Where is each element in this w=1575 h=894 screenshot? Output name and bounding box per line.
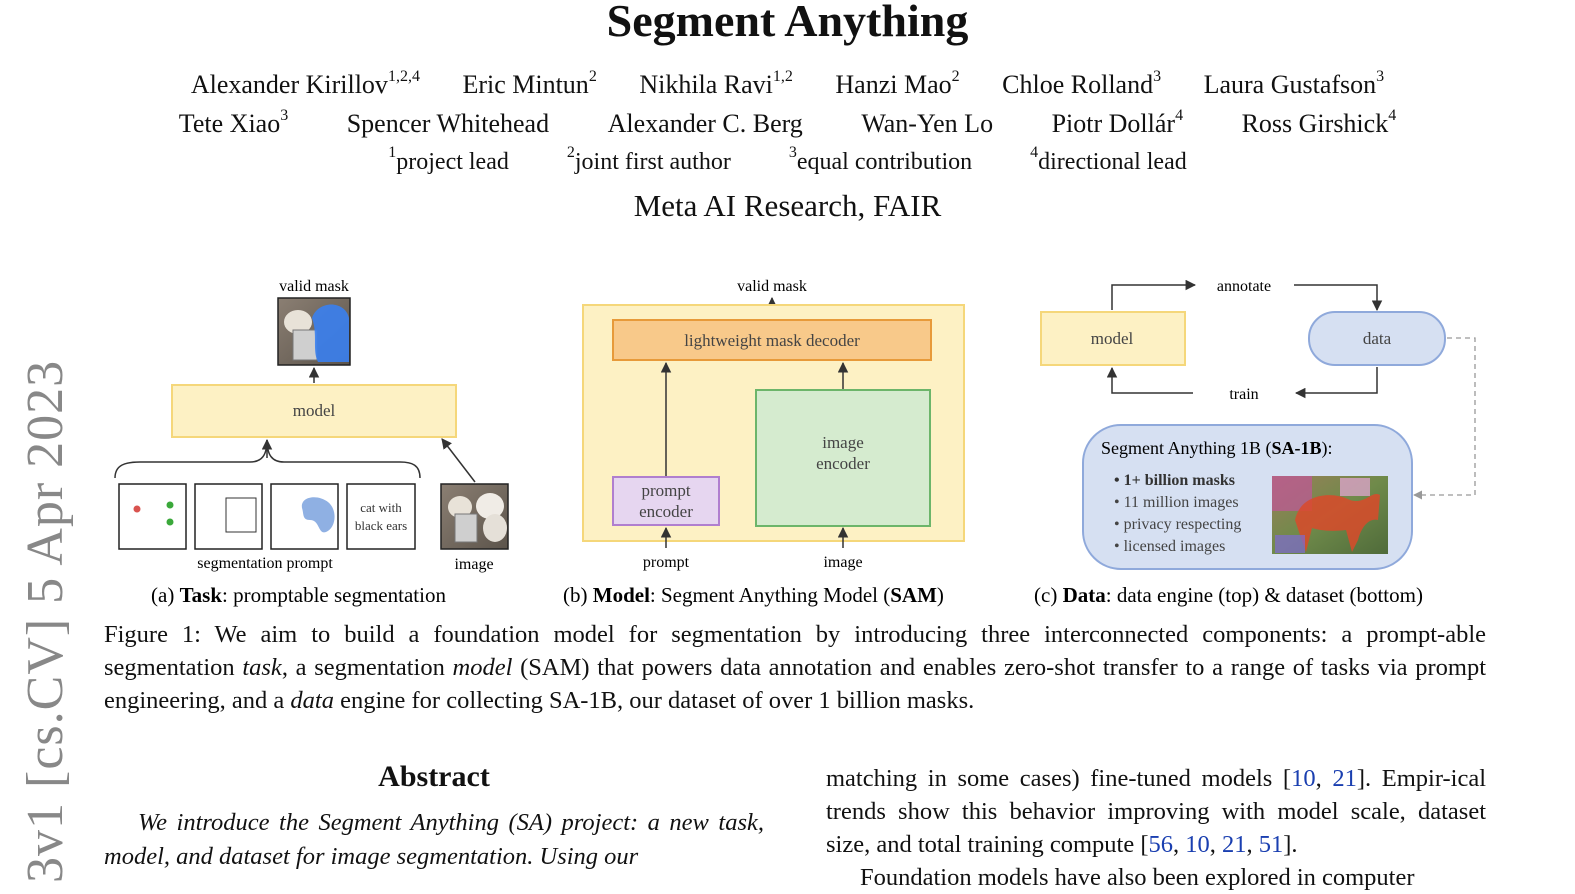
text-prompt-line1: cat with	[360, 500, 402, 515]
bbox-icon	[225, 497, 257, 533]
a-model-label: model	[293, 401, 336, 420]
valid-mask-image	[277, 297, 351, 366]
author: Chloe Rolland3	[1002, 68, 1162, 100]
a-model-box	[171, 384, 457, 438]
affiliation: Meta AI Research, FAIR	[633, 188, 942, 223]
image-encoder-label-1: image	[822, 433, 864, 452]
point-prompt-box	[118, 483, 187, 550]
authors-row-2: Tete Xiao3 Spencer Whitehead Alexander C…	[0, 107, 1575, 139]
negative-point-icon	[133, 505, 141, 513]
author: Alexander Kirillov1,2,4	[190, 68, 420, 100]
mask-decoder-label: lightweight mask decoder	[684, 331, 860, 350]
input-image	[440, 483, 509, 550]
annotate-label: annotate	[1217, 278, 1271, 295]
intro-next-line: Foundation models have also been explore…	[860, 864, 1415, 891]
b-image-label: image	[823, 554, 862, 571]
text-prompt-box	[346, 483, 416, 550]
note: 4directional lead	[1030, 144, 1187, 176]
authors-row-1: Alexander Kirillov1,2,4 Eric Mintun2 Nik…	[0, 68, 1575, 100]
figure-1: valid mask model cat with black ears	[114, 278, 1476, 607]
image-encoder-box	[755, 389, 931, 527]
box-prompt-box	[194, 483, 263, 550]
author: Piotr Dollár4	[1051, 107, 1184, 139]
b-prompt-label: prompt	[643, 554, 690, 571]
citation-link[interactable]: 10	[1185, 831, 1210, 858]
prompt-encoder-label-1: prompt	[641, 481, 690, 500]
author: Tete Xiao3	[178, 107, 289, 139]
c-model-label: model	[1091, 329, 1134, 348]
author: Spencer Whitehead	[346, 109, 550, 138]
author: Nikhila Ravi1,2	[639, 68, 793, 100]
mask-decoder-box	[612, 319, 932, 361]
citation-link[interactable]: 10	[1291, 765, 1316, 792]
c-data-box	[1308, 311, 1446, 366]
author: Alexander C. Berg	[607, 109, 803, 138]
sa1b-bullet: • privacy respecting	[1114, 516, 1241, 533]
paper-title: Segment Anything	[606, 0, 969, 46]
citation-link[interactable]: 51	[1258, 831, 1284, 858]
figure-caption: Figure 1: We aim to build a foundation m…	[104, 621, 1487, 714]
abstract-text: We introduce the Segment Anything (SA) p…	[104, 809, 764, 870]
intro-paragraph: matching in some cases) fine-tuned model…	[826, 765, 1487, 891]
note: 2joint first author	[566, 144, 731, 176]
author-notes: 1project lead 2joint first author 3equal…	[0, 144, 1575, 176]
abstract-heading: Abstract	[378, 760, 490, 793]
sa1b-bullet: • licensed images	[1114, 538, 1225, 555]
citation-link[interactable]: 56	[1148, 831, 1173, 858]
positive-point-icon	[166, 501, 174, 509]
author: Wan-Yen Lo	[861, 109, 994, 138]
author: Laura Gustafson3	[1203, 68, 1385, 100]
sa1b-sample-image	[1272, 476, 1388, 554]
author: Ross Girshick4	[1241, 107, 1397, 139]
author: Eric Mintun2	[462, 68, 597, 100]
subfig-label-a: (a) Task: promptable segmentation	[151, 583, 446, 607]
prompt-encoder-box	[612, 476, 720, 526]
panel-c: model data annotate train Segment Anythi…	[1040, 278, 1476, 570]
panel-a: valid mask model cat with black ears	[114, 278, 509, 573]
segmentation-prompt-label: segmentation prompt	[197, 555, 333, 572]
author: Hanzi Mao2	[835, 68, 960, 100]
b-valid-mask-label: valid mask	[737, 278, 807, 295]
note: 1project lead	[388, 144, 509, 176]
citation-link[interactable]: 21	[1221, 831, 1247, 858]
sa1b-bullet: • 11 million images	[1114, 494, 1239, 511]
panel-b: valid mask lightweight mask decoder imag…	[582, 278, 965, 571]
note: 3equal contribution	[788, 144, 973, 176]
text-prompt-line2: black ears	[355, 518, 407, 533]
c-model-box	[1040, 311, 1186, 366]
sa1b-title: Segment Anything 1B (SA-1B):	[1101, 438, 1333, 459]
subfig-label-c: (c) Data: data engine (top) & dataset (b…	[1034, 583, 1423, 607]
mask-blob-icon	[301, 497, 335, 533]
image-encoder-label-2: encoder	[816, 454, 870, 473]
a-image-label: image	[454, 556, 493, 573]
c-data-label: data	[1363, 329, 1392, 348]
a-valid-mask-label: valid mask	[279, 278, 349, 295]
prompt-encoder-label-2: encoder	[639, 502, 693, 521]
subfig-label-b: (b) Model: Segment Anything Model (SAM)	[563, 583, 944, 607]
positive-point-icon	[166, 518, 174, 526]
citation-link[interactable]: 21	[1332, 765, 1357, 792]
train-label: train	[1229, 386, 1258, 403]
sa1b-bullet: • 1+ billion masks	[1114, 472, 1235, 489]
